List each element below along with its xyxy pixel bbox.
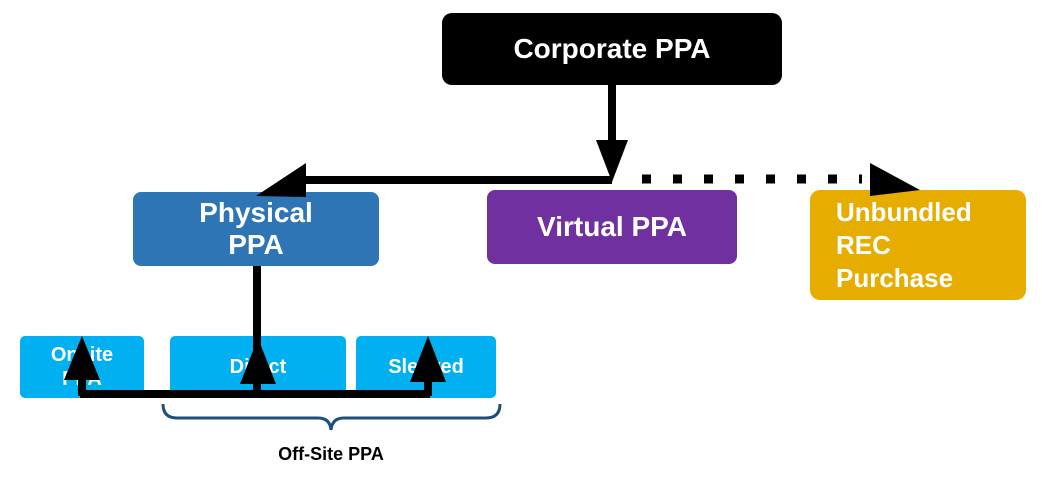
- arrowhead-to-physical: [256, 163, 306, 197]
- arrowhead-root-down: [596, 140, 628, 182]
- node-physical-ppa: Physical PPA: [133, 192, 379, 266]
- node-virtual-ppa: Virtual PPA: [487, 190, 737, 264]
- node-physical-ppa-label: Physical PPA: [199, 197, 313, 260]
- arrowhead-onsite: [64, 336, 100, 380]
- node-corporate-ppa: Corporate PPA: [442, 13, 782, 85]
- node-unbundled-rec-label: Unbundled REC Purchase: [836, 196, 972, 293]
- arrowhead-sleeved: [410, 336, 446, 382]
- arrowhead-direct: [240, 338, 276, 384]
- node-unbundled-rec: Unbundled REC Purchase: [810, 190, 1026, 300]
- offsite-bracket: [161, 403, 502, 431]
- arrowhead-rec: [870, 163, 920, 196]
- node-virtual-ppa-label: Virtual PPA: [537, 211, 687, 242]
- node-corporate-ppa-label: Corporate PPA: [513, 33, 711, 64]
- offsite-ppa-label: Off-Site PPA: [278, 444, 384, 464]
